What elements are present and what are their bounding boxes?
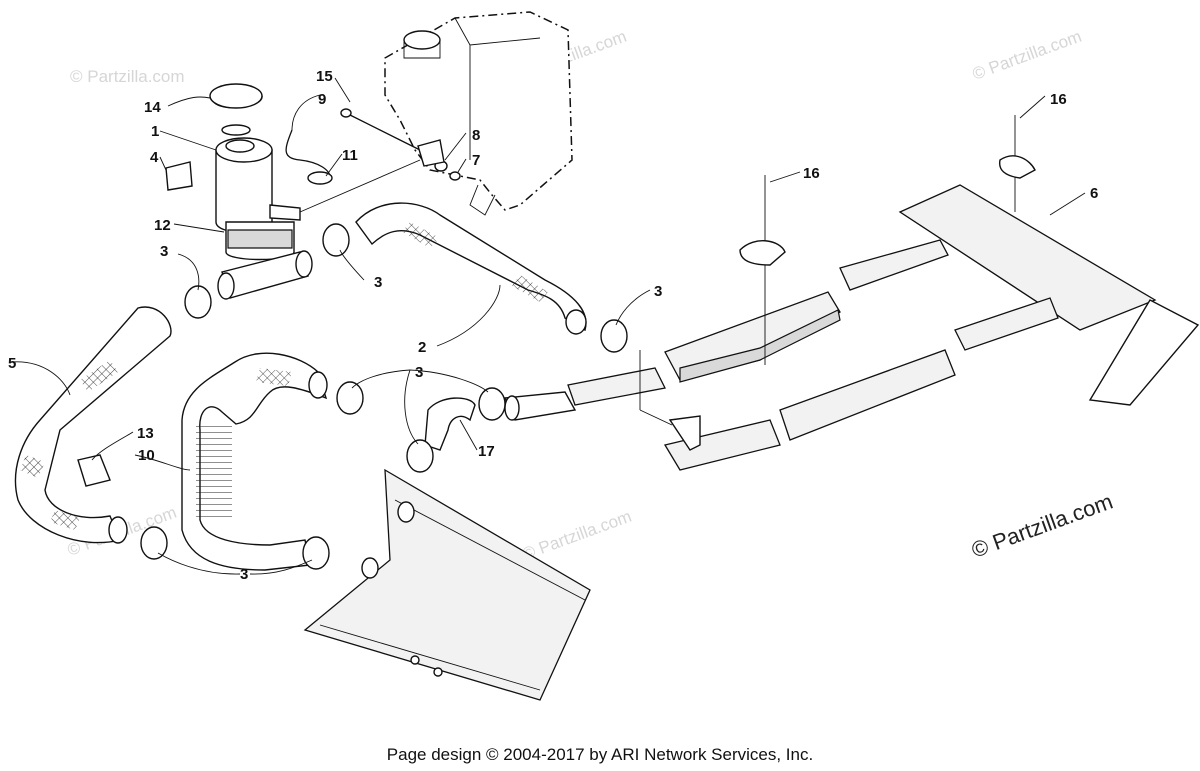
hose-10 (181, 352, 328, 571)
callout-7: 7 (472, 152, 480, 169)
callout-3: 3 (160, 243, 168, 260)
callout-3: 3 (654, 283, 662, 300)
watermark-prominent: © Partzilla.com (968, 489, 1116, 563)
hose-clamps (77, 223, 628, 570)
watermark: © Partzilla.com (520, 507, 634, 564)
callout-16: 16 (803, 165, 820, 182)
callout-5: 5 (8, 355, 16, 372)
watermark: © Partzilla.com (70, 67, 185, 86)
callout-3: 3 (415, 364, 423, 381)
callout-8: 8 (472, 127, 480, 144)
callouts: 1 2 3 3 3 3 3 4 5 6 7 8 9 10 11 12 13 14… (8, 68, 1098, 583)
callout-17: 17 (478, 443, 495, 460)
hose-5 (14, 306, 172, 544)
footer-copyright: Page design © 2004-2017 by ARI Network S… (387, 745, 813, 764)
expansion-tank (165, 83, 421, 261)
decal (165, 161, 193, 191)
leader-lines (11, 77, 1086, 575)
callout-3: 3 (374, 274, 382, 291)
callout-16: 16 (1050, 91, 1067, 108)
tunnel-heat-exchangers (567, 115, 1200, 471)
callout-9: 9 (318, 91, 326, 108)
tee-fitting (217, 250, 313, 300)
callout-2: 2 (418, 339, 426, 356)
callout-1: 1 (151, 123, 159, 140)
callout-14: 14 (144, 99, 161, 116)
heat-exchanger (303, 468, 591, 701)
callout-12: 12 (154, 217, 171, 234)
coolant-tank (384, 11, 573, 216)
callout-6: 6 (1090, 185, 1098, 202)
callout-4: 4 (150, 149, 159, 166)
callout-13: 13 (137, 425, 154, 442)
callout-11: 11 (342, 147, 358, 164)
hose-2 (355, 202, 587, 335)
bolt-assembly (340, 108, 461, 181)
watermark: © Partzilla.com (970, 27, 1084, 84)
callout-10: 10 (138, 447, 155, 464)
callout-15: 15 (316, 68, 333, 85)
callout-3: 3 (240, 566, 248, 583)
hose-17 (424, 391, 577, 451)
